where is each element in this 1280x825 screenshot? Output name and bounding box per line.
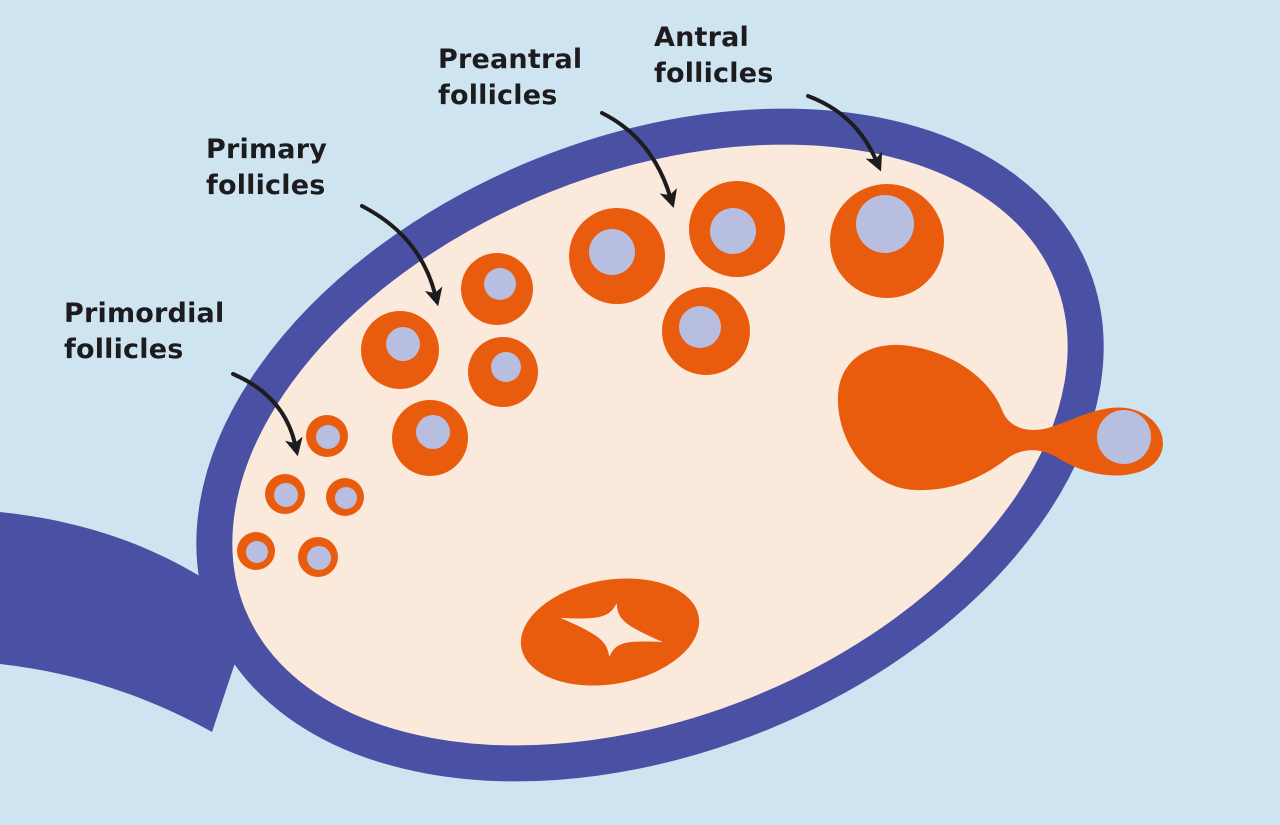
oocyte (335, 487, 357, 509)
oocyte (246, 541, 268, 563)
oocyte (710, 208, 756, 254)
released-egg (1097, 410, 1151, 464)
label-antral-follicles: Antral follicles (654, 22, 774, 89)
corpus-luteum-star-icon (560, 603, 663, 657)
oocyte (307, 546, 331, 570)
label-primordial-follicles: Primordial follicles (64, 298, 225, 365)
oocyte (679, 306, 721, 348)
annotation-arrows (231, 94, 883, 457)
oocyte (274, 483, 298, 507)
ovulating-follicle (837, 344, 1163, 491)
preantral-arrow-icon (600, 111, 677, 209)
ovary-stalk (0, 512, 252, 732)
oocyte (416, 415, 450, 449)
oocyte (386, 327, 420, 361)
primary-arrow-icon (360, 204, 443, 307)
follicle-nuclei (246, 195, 1151, 570)
oocyte (491, 352, 521, 382)
antral-arrow-icon (806, 94, 883, 172)
oocyte (856, 195, 914, 253)
oocyte (484, 268, 516, 300)
oocyte (589, 229, 635, 275)
label-preantral-follicles: Preantral follicles (438, 44, 583, 111)
oocyte (316, 425, 340, 449)
label-primary-follicles: Primary follicles (206, 134, 328, 201)
primordial-arrow-icon (231, 372, 303, 457)
